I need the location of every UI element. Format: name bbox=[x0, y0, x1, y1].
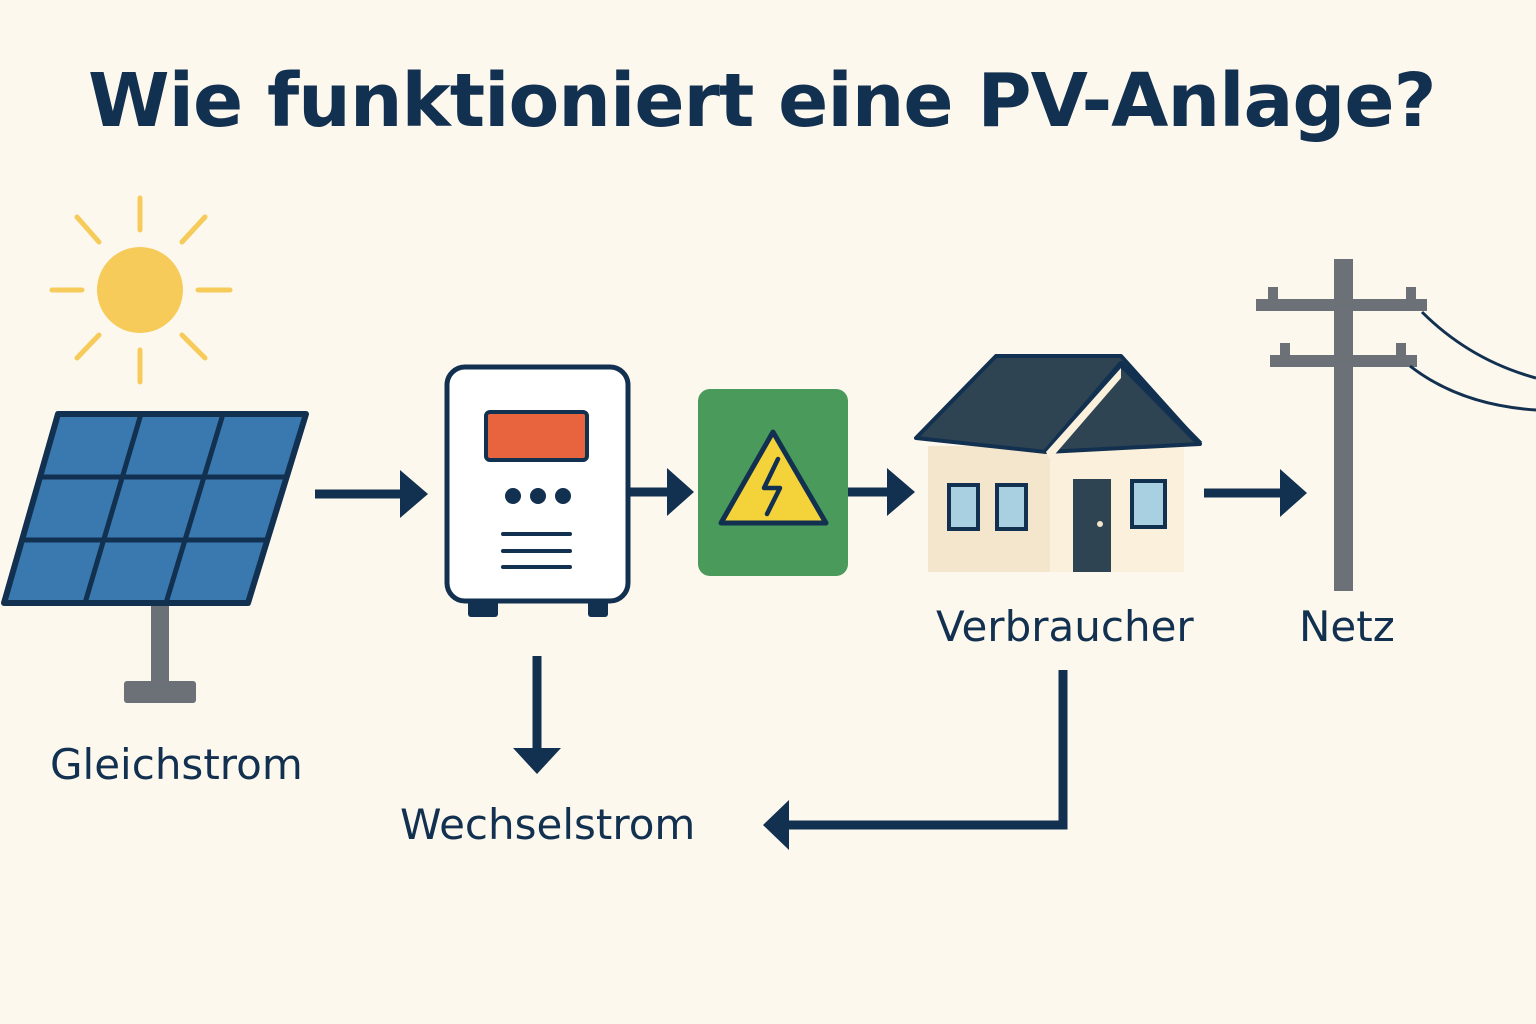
house-icon bbox=[914, 354, 1203, 572]
arrow-inverter-to-hazard bbox=[628, 468, 694, 516]
arrow-house-to-grid bbox=[1204, 469, 1307, 517]
arrow-hazard-to-house bbox=[848, 468, 915, 516]
label-gleichstrom: Gleichstrom bbox=[50, 740, 303, 789]
arrow-panel-to-inverter bbox=[315, 470, 428, 518]
arrow-inverter-down bbox=[513, 656, 561, 774]
label-netz: Netz bbox=[1299, 602, 1395, 651]
arrow-consumer-return bbox=[763, 670, 1068, 850]
label-verbraucher: Verbraucher bbox=[936, 602, 1194, 651]
inverter-icon bbox=[444, 364, 631, 617]
label-wechselstrom: Wechselstrom bbox=[400, 800, 696, 849]
high-voltage-warning-icon bbox=[698, 389, 848, 576]
page-title: Wie funktioniert eine PV-Anlage? bbox=[88, 58, 1437, 144]
power-pole-icon bbox=[1256, 259, 1536, 591]
sun-icon bbox=[49, 195, 233, 385]
solar-panel-icon bbox=[1, 411, 309, 703]
